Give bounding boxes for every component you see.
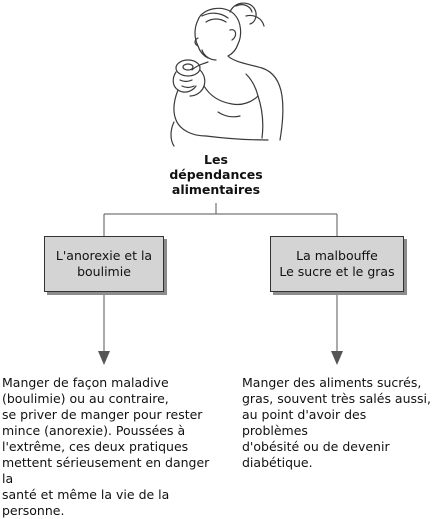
box-label-right: La malbouffe Le sucre et le gras [279, 248, 395, 279]
description-right: Manger des aliments sucrés, gras, souven… [242, 375, 431, 470]
diagram-title: Les dépendances alimentaires [169, 152, 263, 197]
arrow-head-down-right [331, 351, 343, 365]
box-label-left: L'anorexie et la boulimie [55, 248, 153, 279]
box-anorexia-bulimia: L'anorexie et la boulimie [44, 236, 164, 292]
description-left: Manger de façon maladive (boulimie) ou a… [2, 375, 210, 518]
box-junk-food: La malbouffe Le sucre et le gras [270, 236, 404, 292]
arrow-head-down-left [98, 351, 110, 365]
woman-eating-donut-illustration [170, 2, 284, 147]
